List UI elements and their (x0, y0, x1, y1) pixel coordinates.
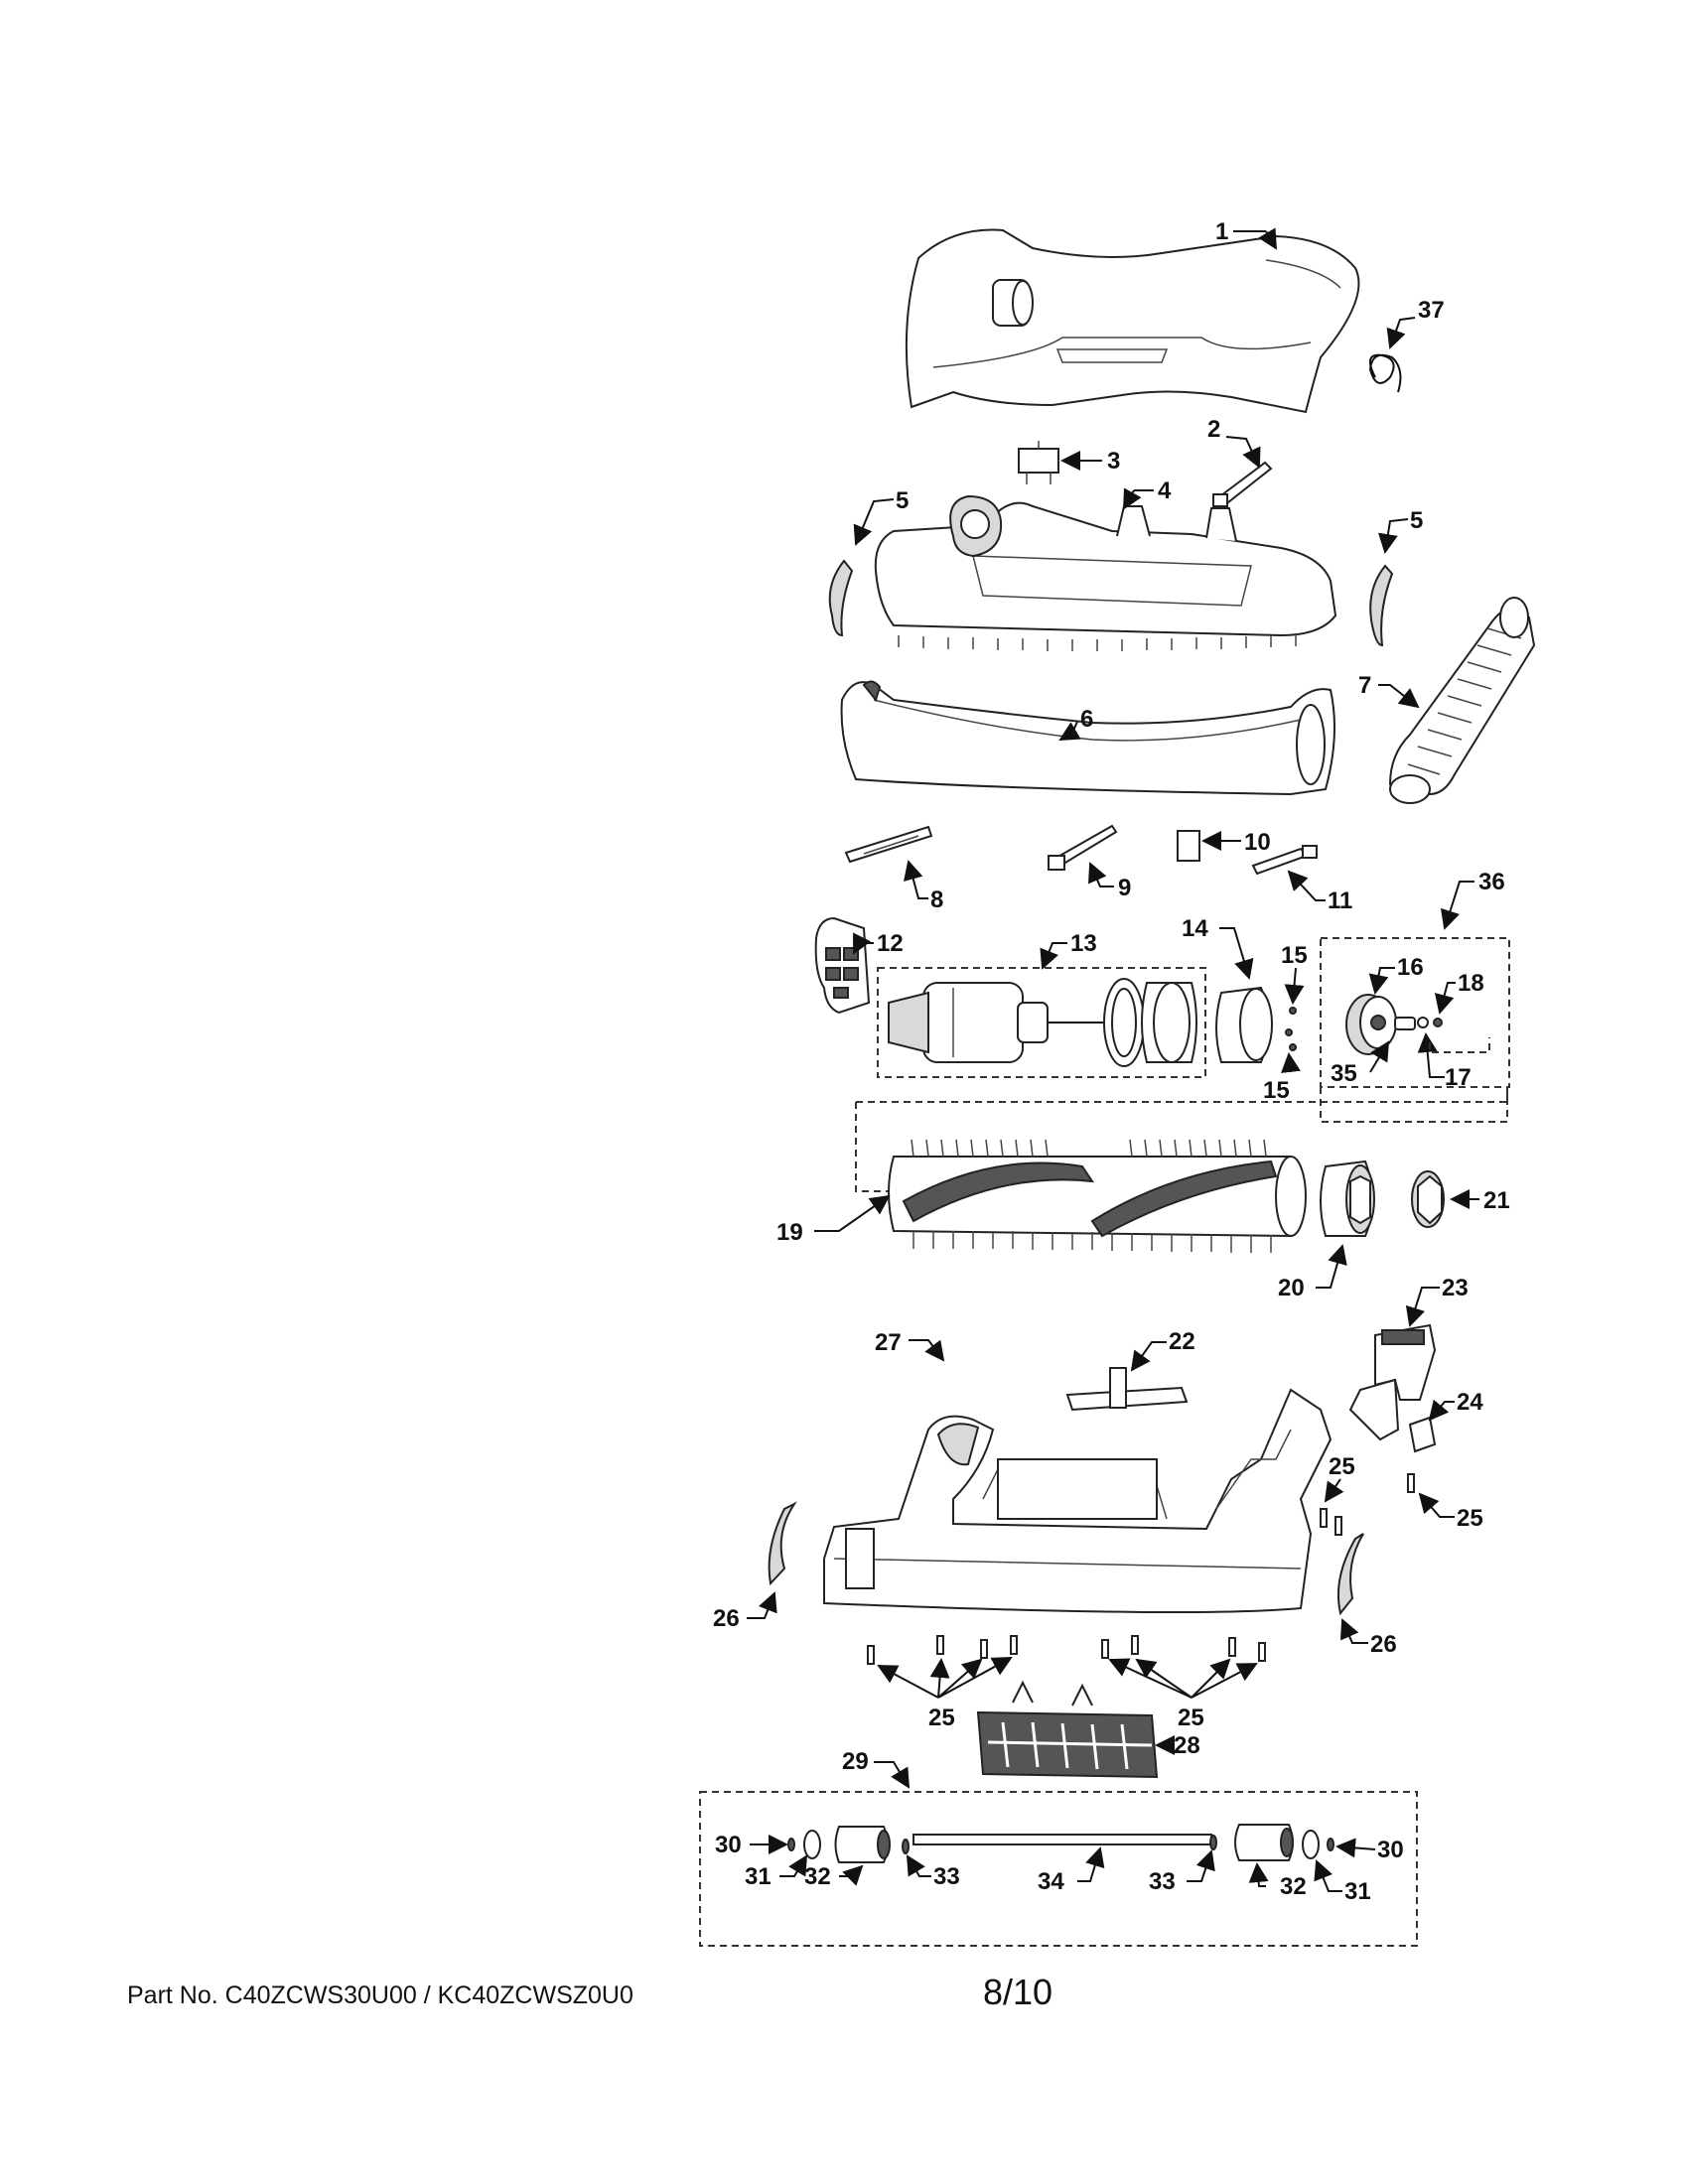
callout-19: 19 (776, 1219, 803, 1246)
part-side-clip-right (1336, 1533, 1364, 1616)
callout-10: 10 (1244, 829, 1271, 856)
callout-30-right: 30 (1377, 1837, 1404, 1863)
callout-3: 3 (1107, 448, 1120, 475)
callout-27: 27 (875, 1329, 902, 1356)
part-filter-10 (1177, 830, 1200, 862)
callout-11: 11 (1328, 887, 1352, 914)
part-motor-mount (1215, 986, 1273, 1063)
part-clip-18 (1433, 1018, 1443, 1027)
callout-2: 2 (1207, 416, 1220, 443)
part-latch (1408, 1416, 1437, 1453)
part-wire-8 (844, 825, 933, 864)
part-screws-25 (867, 1473, 1415, 1665)
callout-23: 23 (1442, 1275, 1469, 1301)
callout-8: 8 (930, 887, 943, 913)
part-bumper (840, 680, 1335, 796)
callout-17: 17 (1445, 1064, 1472, 1091)
callout-9: 9 (1118, 875, 1131, 901)
part-end-bearing (1320, 1160, 1375, 1237)
callout-33-right: 33 (1149, 1868, 1176, 1895)
part-guard (976, 1680, 1159, 1779)
callout-25-left-group: 25 (928, 1705, 955, 1731)
part-switch (1018, 441, 1059, 484)
part-axle-assembly (787, 1824, 1334, 1863)
callout-25-upper: 25 (1329, 1453, 1355, 1480)
part-gear (1345, 994, 1397, 1055)
callout-5-left: 5 (896, 487, 909, 514)
callout-30-left: 30 (715, 1832, 742, 1858)
callout-32-left: 32 (804, 1863, 831, 1890)
part-wire-9 (1048, 824, 1118, 871)
callout-31-left: 31 (745, 1863, 772, 1890)
part-rod (1212, 461, 1273, 508)
callout-7: 7 (1358, 672, 1371, 699)
callout-4: 4 (1158, 478, 1172, 504)
callout-26-right: 26 (1370, 1631, 1397, 1658)
callout-24: 24 (1457, 1389, 1483, 1416)
part-pedal (1348, 1323, 1437, 1441)
callout-12: 12 (877, 930, 904, 957)
callout-18: 18 (1458, 970, 1484, 997)
callout-13: 13 (1070, 930, 1097, 957)
callout-31-right: 31 (1344, 1878, 1371, 1905)
part-wire-11 (1251, 845, 1318, 876)
part-hood-cover (905, 228, 1360, 414)
callout-25-right: 25 (1457, 1505, 1483, 1532)
part-side-clip-left (768, 1501, 797, 1586)
part-clip-right (1369, 564, 1394, 647)
callout-20: 20 (1278, 1275, 1305, 1301)
callout-34: 34 (1038, 1868, 1064, 1895)
callout-28: 28 (1174, 1732, 1200, 1759)
callout-22: 22 (1169, 1328, 1195, 1355)
part-spring (1368, 353, 1402, 393)
callout-32-right: 32 (1280, 1873, 1307, 1900)
callout-6: 6 (1080, 706, 1093, 733)
callout-29: 29 (842, 1748, 869, 1775)
callout-15-bottom: 15 (1263, 1077, 1290, 1104)
part-hex-cap (1411, 1170, 1445, 1228)
part-screws-15 (1285, 1007, 1297, 1051)
callout-21: 21 (1483, 1187, 1510, 1214)
page-number: 8/10 (983, 1972, 1053, 2012)
part-pin (1394, 1017, 1416, 1030)
callout-16: 16 (1397, 954, 1424, 981)
callout-14: 14 (1182, 915, 1208, 942)
callout-37: 37 (1418, 297, 1445, 324)
callout-1: 1 (1215, 218, 1228, 245)
callout-36: 36 (1478, 869, 1505, 895)
part-bracket (1065, 1367, 1189, 1412)
callout-35: 35 (1331, 1060, 1357, 1087)
callout-25-right-group: 25 (1178, 1705, 1204, 1731)
part-washer (1417, 1017, 1429, 1028)
part-number-footer: Part No. C40ZCWS30U00 / KC40ZCWSZ0U0 (127, 1981, 633, 2009)
part-brushroll (888, 1139, 1307, 1253)
callout-26-left: 26 (713, 1605, 740, 1632)
part-nozzle-housing (874, 494, 1337, 651)
part-base-pan (823, 1388, 1333, 1613)
part-end-cap (814, 916, 871, 1015)
callout-15-top: 15 (1281, 942, 1308, 969)
part-hose (1388, 597, 1536, 804)
callout-33-left: 33 (933, 1863, 960, 1890)
callout-labels: 1 2 3 4 5 5 6 7 8 9 10 11 12 13 14 15 15… (713, 218, 1510, 1905)
part-clip-left (828, 559, 854, 637)
callout-5-right: 5 (1410, 507, 1423, 534)
part-motor-assembly (888, 978, 1197, 1067)
